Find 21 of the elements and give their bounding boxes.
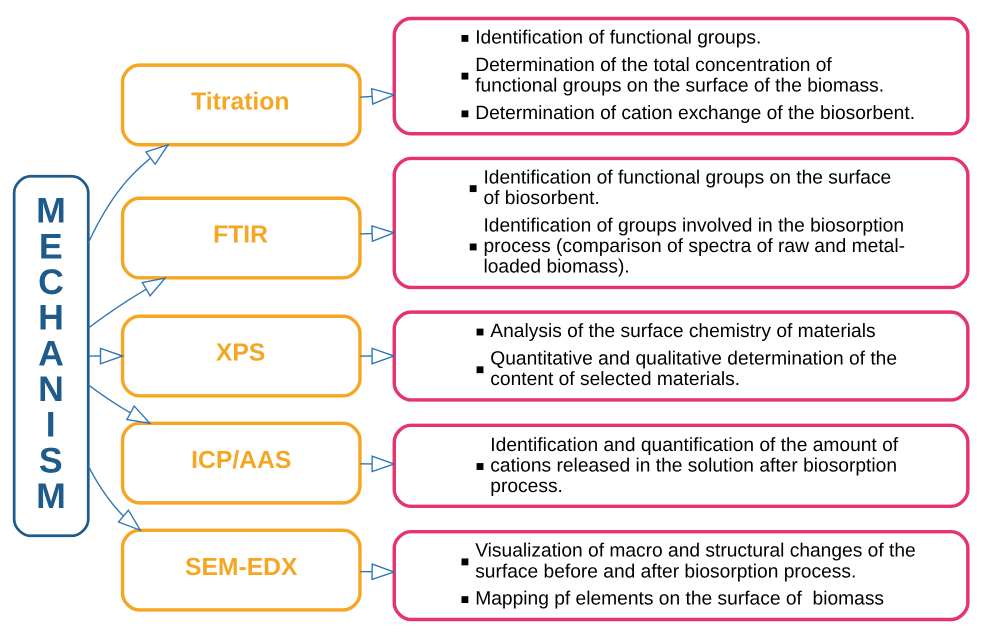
node-box: ICP/AAS <box>120 421 362 504</box>
node-box: Identification and quantification of the amount of cations released in the solution after biosorption process. <box>392 423 970 508</box>
node-box: Identification of functional groups. Determination of the total concentration of functional groups on the surface of the biomass. Determination of cation exchange of the biosorbent. <box>392 16 970 135</box>
node-box: MECHANISM <box>12 174 90 537</box>
node-box: XPS <box>120 314 362 398</box>
arrow <box>360 562 396 580</box>
arrow <box>360 346 396 364</box>
arrow <box>88 276 167 328</box>
node-box: FTIR <box>120 196 362 280</box>
arrow <box>88 465 142 532</box>
arrow <box>88 143 170 243</box>
node-box: Identification of functional groups on the surface of biosorbent. Identification of groups involved in the biosorption process (comparison of spectra of raw and metal-loaded biomass). <box>392 156 970 289</box>
arrow <box>360 87 396 105</box>
arrow <box>360 224 396 242</box>
node-box: Analysis of the surface chemistry of materials Quantitative and qualitative determination of the content of selected materials. <box>392 310 970 402</box>
node-box: Titration <box>120 62 362 146</box>
arrow <box>88 346 125 364</box>
arrow <box>360 454 396 472</box>
node-box: Visualization of macro and structural changes of the surface before and after biosorption process. Mapping pf elements on the surface of biomass <box>392 529 970 621</box>
arrow <box>88 384 152 424</box>
node-box: SEM-EDX <box>120 528 362 612</box>
